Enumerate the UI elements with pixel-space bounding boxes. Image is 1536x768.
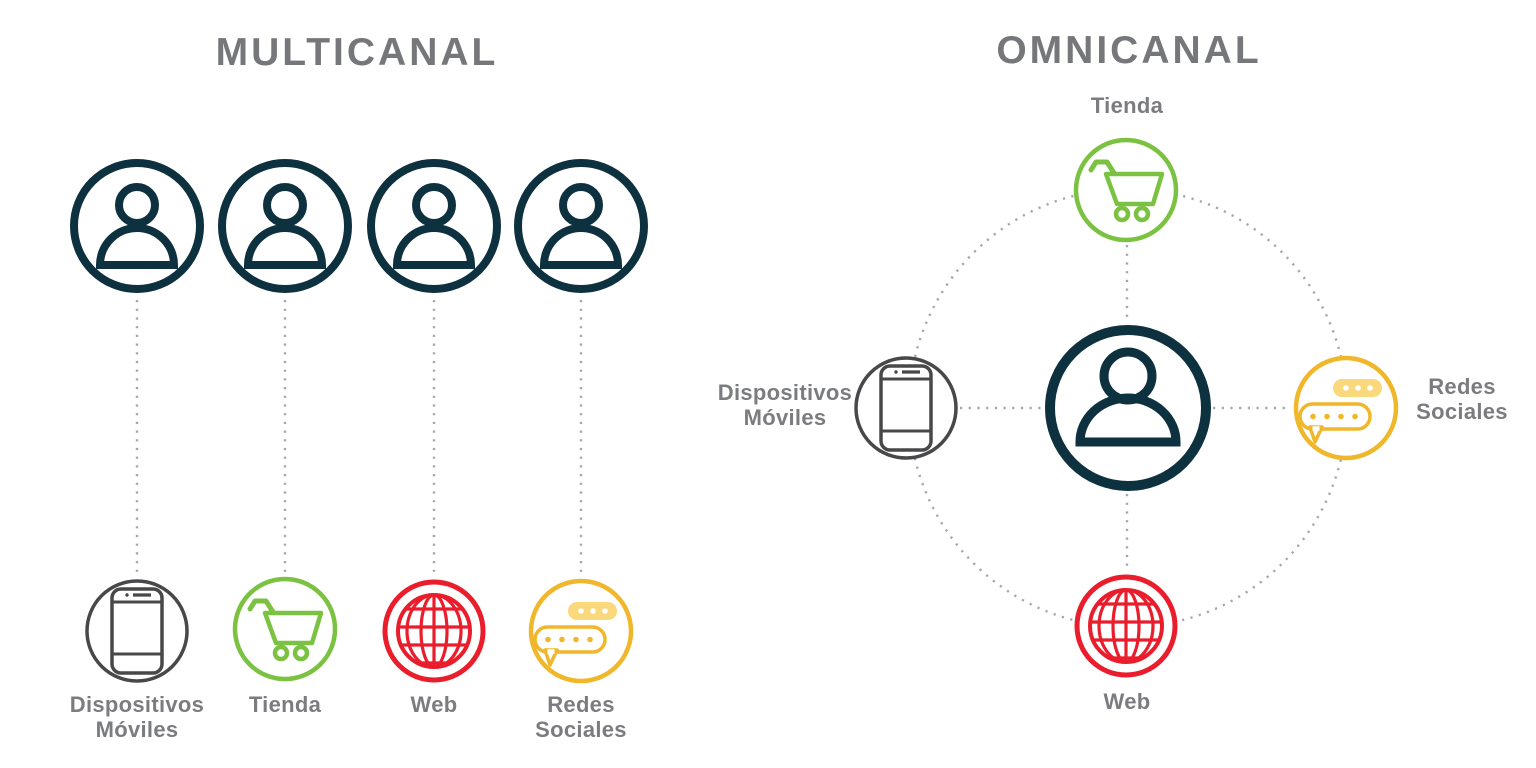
label-tienda-top: Tienda <box>1090 93 1164 118</box>
label-redes-sociales: Redes Sociales <box>535 692 627 742</box>
user-icon <box>371 163 497 289</box>
globe-web-icon <box>385 582 483 680</box>
user-icon <box>1050 330 1206 486</box>
chat-bubbles-icon <box>1296 358 1396 458</box>
mobile-phone-icon <box>85 579 189 683</box>
label-web-bottom: Web <box>1103 689 1151 714</box>
shopping-cart-icon <box>1076 140 1176 240</box>
globe-web-icon <box>1077 577 1175 675</box>
multicanal-title: MULTICANAL <box>215 31 499 74</box>
user-icon <box>518 163 644 289</box>
omnicanal-title: OMNICANAL <box>996 29 1262 72</box>
label-tienda: Tienda <box>248 692 322 717</box>
omnicanal-graphic <box>854 140 1396 675</box>
chat-bubbles-icon <box>531 581 631 681</box>
label-redes-sociales-right: Redes Sociales <box>1416 374 1508 424</box>
user-icon <box>74 163 200 289</box>
label-dispositivos-moviles: Dispositivos Móviles <box>69 692 205 742</box>
multicanal-graphic <box>74 163 644 681</box>
shopping-cart-icon <box>235 579 335 679</box>
user-icon <box>222 163 348 289</box>
label-web: Web <box>410 692 458 717</box>
mobile-phone-icon <box>854 356 958 460</box>
label-dispositivos-moviles-left: Dispositivos Móviles <box>717 380 853 430</box>
